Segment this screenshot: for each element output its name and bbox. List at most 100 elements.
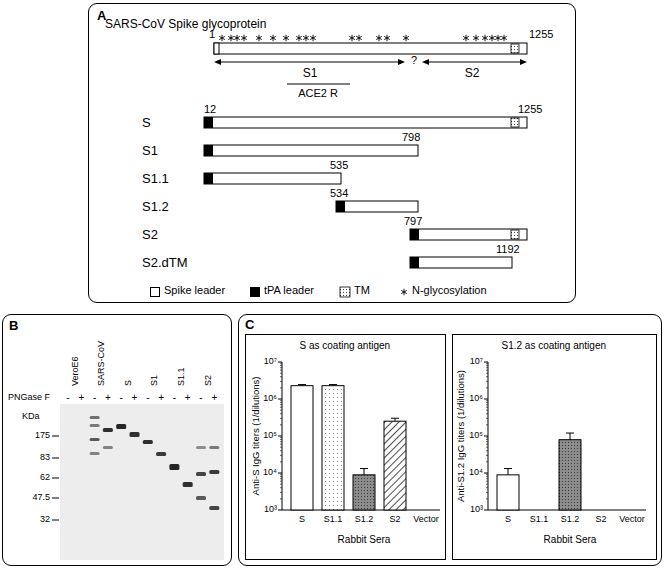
marker-size: 83 bbox=[40, 452, 50, 463]
tm-domain bbox=[511, 230, 519, 239]
lane-header: S2 bbox=[202, 375, 213, 386]
glyco-star bbox=[384, 36, 390, 39]
category-label: S bbox=[299, 514, 305, 525]
titer-bar bbox=[291, 386, 313, 510]
error-cap bbox=[391, 418, 399, 419]
residue-number: 797 bbox=[404, 215, 422, 228]
tpa-leader bbox=[204, 173, 213, 184]
minor-tick bbox=[280, 367, 282, 368]
minor-tick bbox=[280, 363, 282, 364]
tm-domain bbox=[511, 44, 519, 53]
marker-tick bbox=[52, 458, 59, 459]
minor-tick bbox=[280, 400, 282, 401]
gel-band bbox=[209, 446, 219, 449]
tick-label: 10⁶ bbox=[469, 393, 483, 404]
major-tick bbox=[484, 510, 488, 511]
glyco-star bbox=[463, 36, 469, 39]
glyco-star bbox=[356, 36, 362, 39]
marker-size: 47.5 bbox=[32, 492, 50, 503]
tick-label: 10⁵ bbox=[263, 430, 277, 441]
residue-number: 1192 bbox=[496, 243, 520, 256]
residue-number: 1255 bbox=[518, 103, 542, 116]
major-tick bbox=[278, 473, 282, 474]
glyco-star bbox=[283, 36, 289, 39]
minor-tick bbox=[486, 424, 488, 425]
chart-frame: S1.2 as coating antigen bbox=[452, 334, 657, 560]
glyco-star bbox=[501, 36, 507, 39]
gel-band bbox=[130, 432, 140, 437]
marker-tick bbox=[52, 478, 59, 479]
titer-bar bbox=[322, 386, 344, 510]
major-tick bbox=[484, 436, 488, 437]
category-label: S1.2 bbox=[561, 514, 580, 525]
arrow-head bbox=[398, 59, 405, 65]
glyco-star bbox=[241, 36, 247, 39]
minor-tick bbox=[280, 484, 282, 485]
arrow-head bbox=[422, 59, 429, 65]
minor-tick bbox=[280, 424, 282, 425]
minor-tick bbox=[486, 381, 488, 382]
construct-name: S bbox=[142, 115, 151, 131]
glyco-star bbox=[296, 36, 302, 39]
glyco-star bbox=[473, 36, 479, 39]
glyco-star bbox=[228, 36, 234, 39]
axis-title: Rabbit Sera bbox=[338, 534, 391, 546]
minor-tick bbox=[486, 367, 488, 368]
panel-title: S1.2 as coating antigen bbox=[502, 340, 607, 352]
minor-tick bbox=[280, 487, 282, 488]
tpa-leader bbox=[410, 257, 419, 268]
glyco-star bbox=[234, 36, 240, 39]
gel-blot bbox=[60, 404, 224, 560]
glyco-star bbox=[482, 36, 488, 39]
minor-tick bbox=[280, 478, 282, 479]
category-label: S1.1 bbox=[324, 514, 343, 525]
minor-tick bbox=[280, 439, 282, 440]
major-tick bbox=[278, 362, 282, 363]
minor-tick bbox=[280, 407, 282, 408]
treatment-sign: + bbox=[158, 392, 164, 404]
treatment-name: PNGase F bbox=[8, 392, 50, 403]
legend-text: tPA leader bbox=[264, 284, 314, 297]
span-arrow-line bbox=[427, 62, 522, 63]
minor-tick bbox=[280, 437, 282, 438]
minor-tick bbox=[280, 474, 282, 475]
minor-tick bbox=[486, 450, 488, 451]
protein-bar bbox=[214, 43, 527, 54]
error-cap bbox=[329, 384, 337, 385]
minor-tick bbox=[486, 400, 488, 401]
major-tick bbox=[484, 473, 488, 474]
minor-tick bbox=[280, 498, 282, 499]
arrow-head bbox=[214, 59, 221, 65]
glyco-star bbox=[495, 36, 501, 39]
titer-bar bbox=[353, 475, 375, 510]
gel-band bbox=[183, 482, 193, 487]
treatment-sign: - bbox=[199, 392, 202, 404]
minor-tick bbox=[280, 376, 282, 377]
tick-label: 10³ bbox=[470, 504, 483, 515]
lane-header: VeroE6 bbox=[69, 356, 80, 386]
protein-bar bbox=[336, 201, 418, 212]
major-tick bbox=[278, 510, 282, 511]
panel-c: CS as coating antigenS1.2 as coating ant… bbox=[238, 314, 662, 566]
panel-letter: B bbox=[9, 318, 18, 334]
lane-header: S1 bbox=[149, 375, 160, 386]
gel-band bbox=[103, 446, 113, 449]
marker-size: 62 bbox=[40, 472, 50, 483]
arrow-head bbox=[520, 59, 527, 65]
gel-band bbox=[116, 424, 126, 429]
glyco-star bbox=[403, 36, 409, 39]
treatment-sign: + bbox=[132, 392, 138, 404]
gel-band bbox=[209, 506, 219, 510]
minor-tick bbox=[280, 387, 282, 388]
axis-title: Rabbit Sera bbox=[544, 534, 597, 546]
tick-label: 10⁷ bbox=[264, 356, 277, 367]
glyco-star bbox=[495, 36, 501, 39]
minor-tick bbox=[486, 363, 488, 364]
marker-tick bbox=[52, 498, 59, 499]
legend-swatch bbox=[250, 287, 260, 297]
construct-name: S1.1 bbox=[142, 171, 169, 187]
minor-tick bbox=[280, 404, 282, 405]
glyco-star bbox=[482, 36, 488, 39]
construct-name: S2 bbox=[142, 227, 158, 243]
treatment-sign: - bbox=[146, 392, 149, 404]
